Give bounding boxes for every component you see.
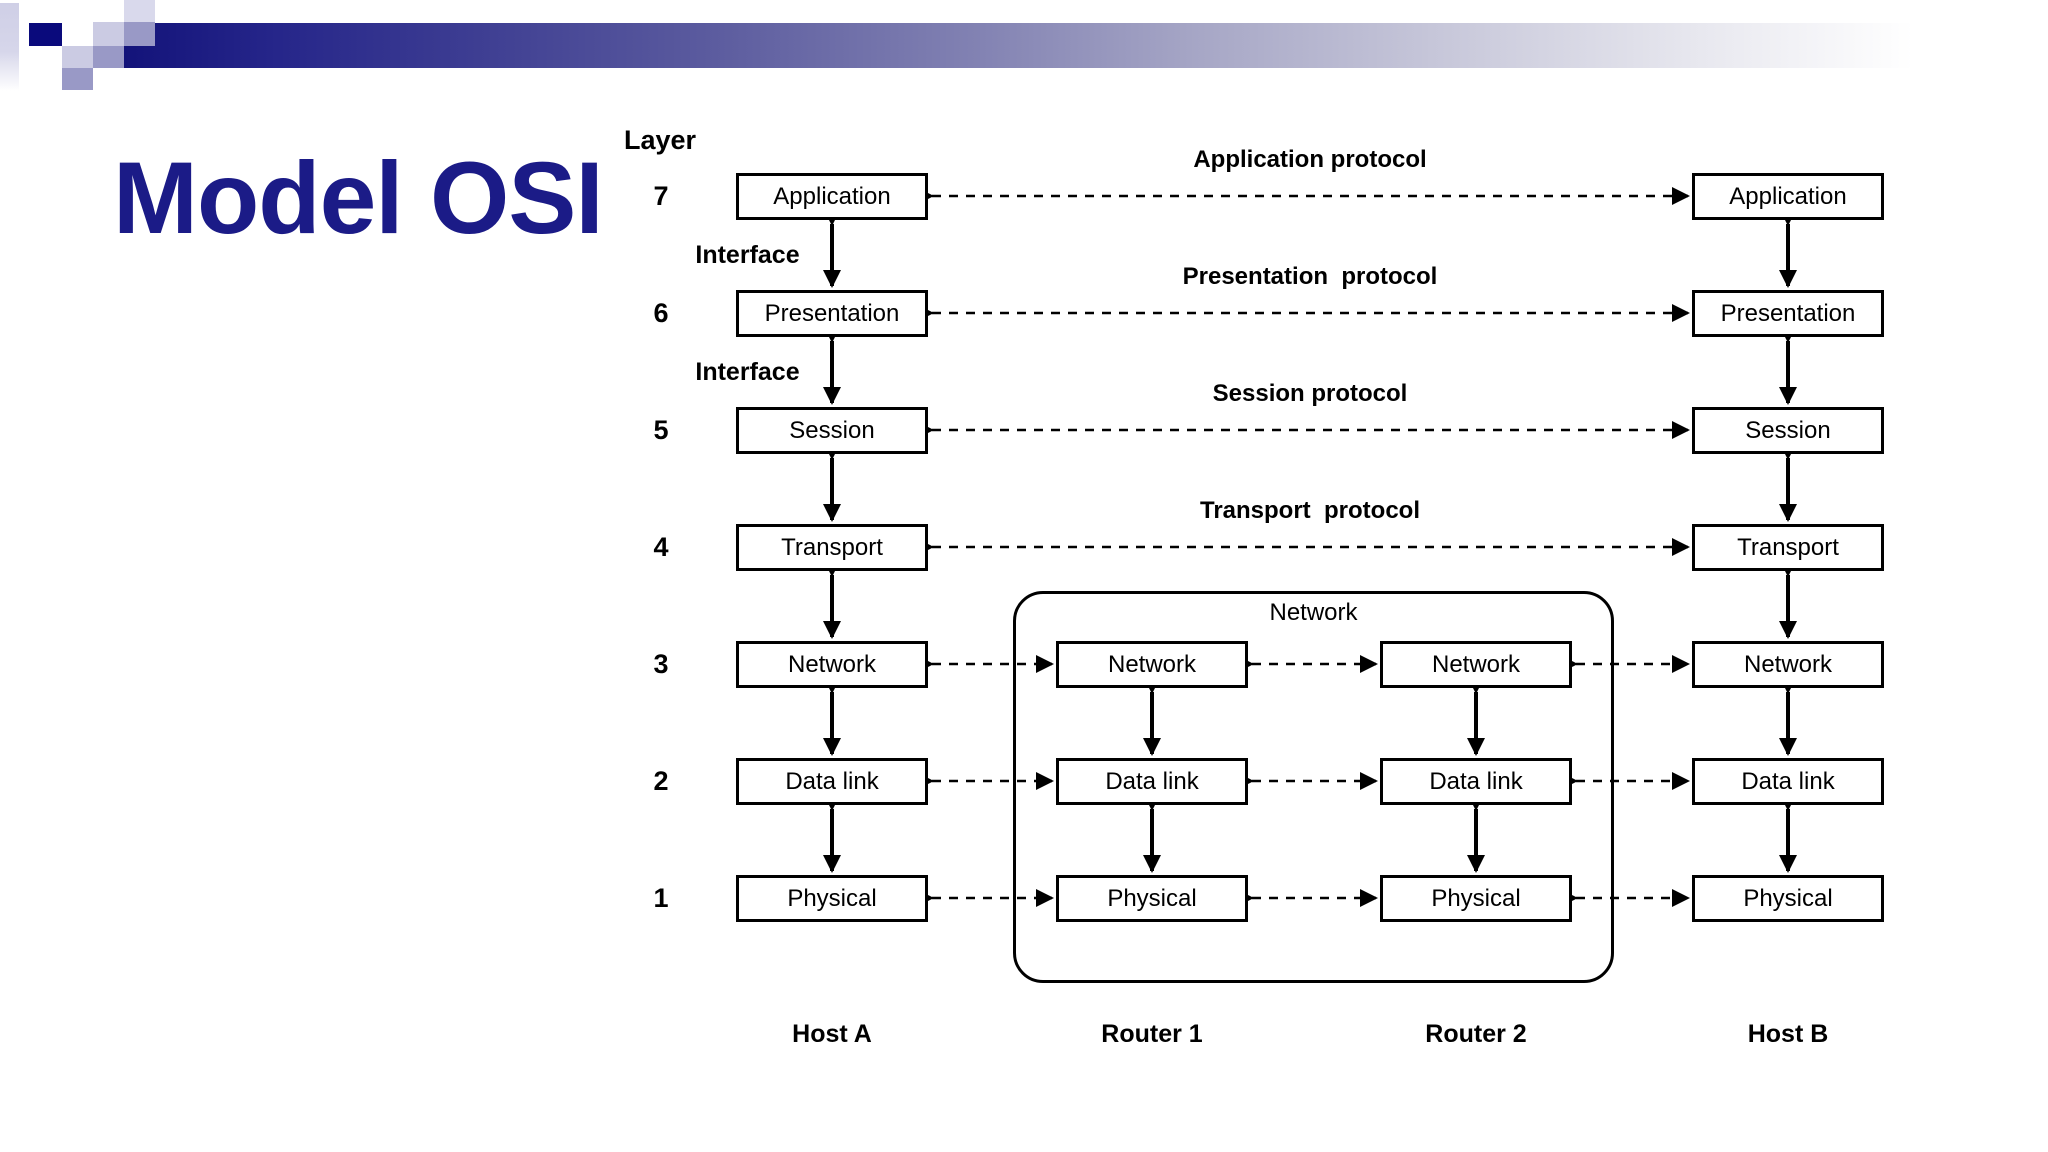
decor-square [29, 23, 62, 46]
layer-number-1: 1 [653, 883, 669, 913]
layer-box-hostb-datalink: Data link [1692, 758, 1884, 805]
protocol-label-session: Session protocol [1212, 380, 1408, 407]
protocol-label-presentation: Presentation protocol [1182, 263, 1438, 290]
layer-box-hosta-application: Application [736, 173, 928, 220]
decor-square [124, 0, 155, 22]
network-group-label: Network [1269, 599, 1358, 626]
decor-square [93, 46, 124, 68]
interface-label: Interface [695, 358, 800, 386]
column-label-router-2: Router 2 [1425, 1020, 1527, 1048]
protocol-label-application: Application protocol [1193, 146, 1427, 173]
layer-number-5: 5 [653, 415, 669, 445]
layer-box-hosta-transport: Transport [736, 524, 928, 571]
layer-box-hostb-physical: Physical [1692, 875, 1884, 922]
decor-square [62, 68, 93, 90]
layer-box-hosta-session: Session [736, 407, 928, 454]
layer-box-hosta-network: Network [736, 641, 928, 688]
layer-box-hosta-physical: Physical [736, 875, 928, 922]
column-label-host-b: Host B [1747, 1020, 1829, 1048]
layer-number-2: 2 [653, 766, 669, 796]
protocol-label-transport: Transport protocol [1199, 497, 1420, 524]
decor-header-bar [124, 23, 2048, 68]
layer-box-hostb-application: Application [1692, 173, 1884, 220]
layer-number-4: 4 [653, 532, 669, 562]
layer-box-hostb-transport: Transport [1692, 524, 1884, 571]
column-label-router-1: Router 1 [1101, 1020, 1203, 1048]
layer-box-hosta-presentation: Presentation [736, 290, 928, 337]
interface-label: Interface [695, 241, 800, 269]
decor-left-strip [0, 3, 19, 91]
layer-box-router1-physical: Physical [1056, 875, 1248, 922]
column-label-host-a: Host A [792, 1020, 872, 1048]
layer-box-hostb-session: Session [1692, 407, 1884, 454]
layer-box-router2-datalink: Data link [1380, 758, 1572, 805]
layer-box-router2-physical: Physical [1380, 875, 1572, 922]
layer-box-hosta-datalink: Data link [736, 758, 928, 805]
layer-number-7: 7 [653, 181, 669, 211]
layer-axis-label: Layer [623, 125, 697, 155]
layer-box-router1-network: Network [1056, 641, 1248, 688]
layer-number-3: 3 [653, 649, 669, 679]
decor-square [62, 46, 93, 68]
decor-square [124, 22, 155, 46]
layer-box-router1-datalink: Data link [1056, 758, 1248, 805]
layer-box-hostb-network: Network [1692, 641, 1884, 688]
slide-title: Model OSI [113, 141, 604, 255]
layer-box-router2-network: Network [1380, 641, 1572, 688]
layer-number-6: 6 [653, 298, 669, 328]
decor-square [93, 22, 124, 46]
layer-box-hostb-presentation: Presentation [1692, 290, 1884, 337]
